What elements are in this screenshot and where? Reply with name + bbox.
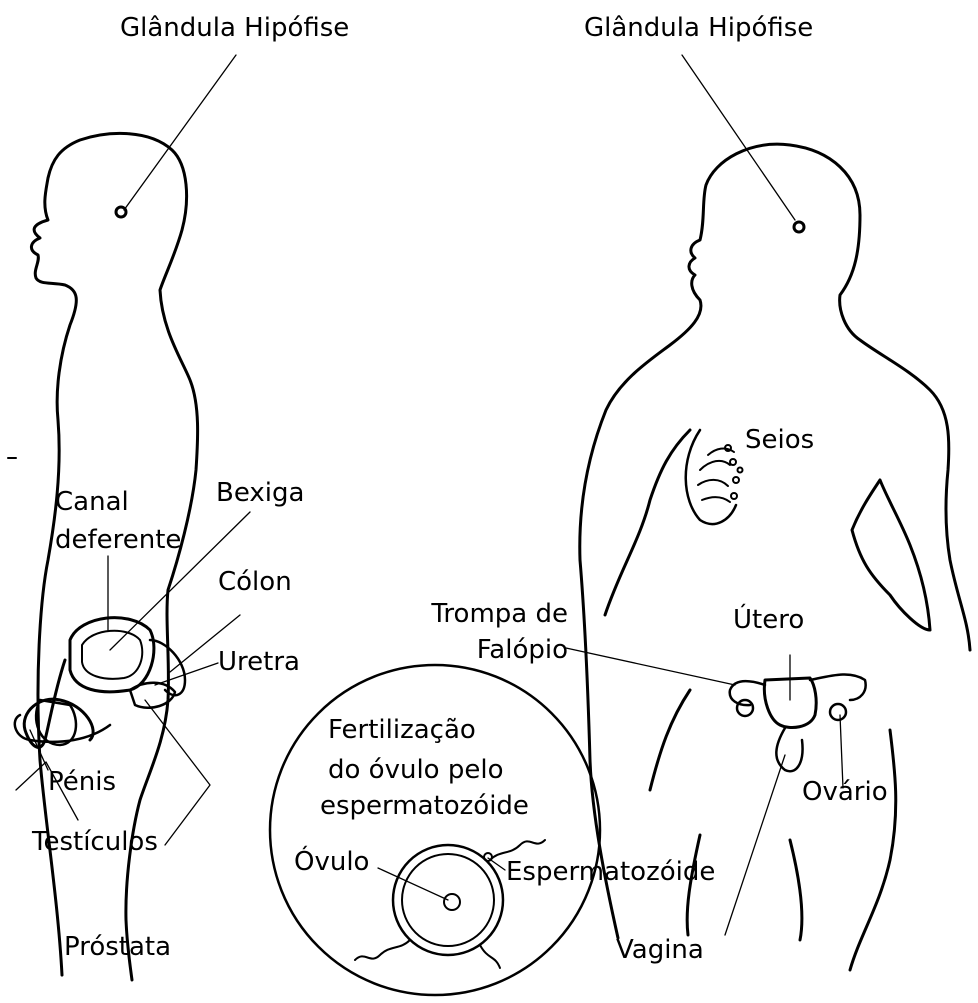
testicles-label: Testículos [32,826,158,858]
right-ovary [830,704,846,720]
urethra-leader [155,663,218,685]
male-testicle [36,700,76,745]
female-right-hip [850,730,896,970]
male-bladder-inner [82,631,142,679]
female-inner-leg-right [790,840,802,940]
tube-label-line2: Falópio [410,634,568,666]
bladder-label: Bexiga [216,477,304,509]
breast-glands [698,445,743,502]
ovum-leader [378,868,448,900]
canal-label-line2: deferente [55,524,181,556]
sperm-tail-bottom-right [480,945,500,968]
sperm-tail-bottom-left [355,940,410,960]
left-ovary [737,700,753,716]
penis-label: Pénis [48,766,116,798]
prostate-label: Próstata [64,931,171,963]
vagina-leader [725,755,785,935]
female-left-waist [650,690,690,790]
female-figure [566,55,970,970]
colon-label: Cólon [218,566,292,598]
male-hypophysis-label: Glândula Hipófise [120,12,349,44]
tube-label-line1: Trompa de [410,598,568,630]
ovary-label: Ovário [802,776,888,808]
fertilization-label-line3: espermatozóide [320,790,529,822]
ovum-nucleus [444,894,460,910]
female-body-outline [580,144,970,938]
fertilization-label-line1: Fertilização [328,714,476,746]
vagina-label: Vagina [616,934,704,966]
female-left-arm-inner [605,430,690,615]
tube-leader [566,648,735,685]
uterus-label: Útero [733,604,804,636]
prostate-bracket [145,700,210,845]
canal-label-line1: Canal [55,486,129,518]
urethra-label: Uretra [218,646,300,678]
cervix-vagina [776,728,802,771]
female-hypophysis-dot [794,222,804,232]
female-hypophysis-label: Glândula Hipófise [584,12,813,44]
breasts-label: Seios [745,424,814,456]
female-right-arm-gap [852,480,930,630]
sperm-label: Espermatozóide [506,856,715,888]
ovum-label: Óvulo [294,846,369,878]
fertilization-label-line2: do óvulo pelo [328,754,503,786]
male-hypophysis-leader [124,55,236,210]
female-hypophysis-leader [682,55,795,220]
